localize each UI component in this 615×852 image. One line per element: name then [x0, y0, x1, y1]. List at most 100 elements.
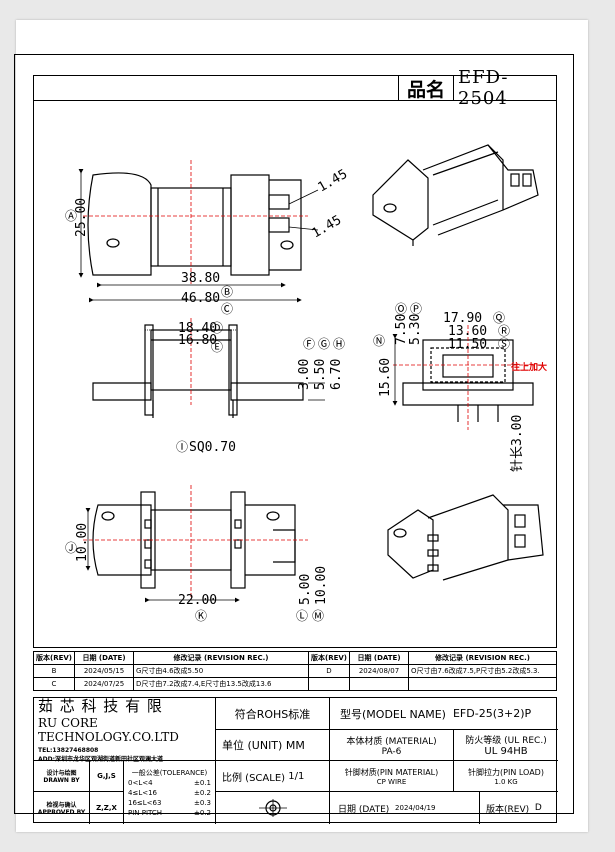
dim-label-b: Ⓑ	[221, 285, 233, 299]
table-row: C 2024/07/25 D尺寸由7.2改成7.4,E尺寸由13.5改成13.6	[33, 677, 557, 691]
pin-material-value: CP WIRE	[376, 777, 407, 786]
company-cell: 茹 芯 科 技 有 限 RU CORE TECHNOLOGY.CO.LTD TE…	[34, 697, 216, 763]
rev-cell	[349, 677, 409, 691]
date-value: 2024/04/19	[395, 804, 436, 812]
dim-label-k: Ⓚ	[195, 609, 207, 623]
tolerance-row: 16≤L<63±0.3	[128, 798, 211, 808]
material-cell: 本体材质 (MATERIAL) PA-6	[330, 730, 454, 761]
technical-drawing: Ⓐ 25.00 38.80 Ⓑ 46.80 Ⓒ 1.45 1.45 18.40 …	[65, 144, 547, 623]
dim-label-i: Ⓘ	[176, 440, 188, 454]
rev-label: 版本(REV)	[486, 804, 530, 815]
dim-h-10-00b: 10.00	[314, 566, 329, 605]
model-label: 型号(MODEL NAME)	[340, 707, 446, 721]
projection-symbol-icon	[258, 799, 287, 817]
dim-label-o: Ⓞ	[395, 302, 407, 316]
bottom-view	[83, 485, 308, 603]
drawn-label: 设计与绘图	[46, 770, 77, 777]
drawing-sheet	[16, 20, 588, 832]
company-address: ADD:深圳市龙华区观湖街道新田社区观澜大道	[38, 756, 164, 763]
rev-cell: 2024/08/07	[349, 664, 409, 678]
approved-label: 检视与确认	[46, 802, 77, 809]
ul-cell: 防火等级 (UL REC.) UL 94HB	[454, 730, 558, 761]
date-label: 日期 (DATE)	[338, 804, 390, 815]
iso-view-bottom	[387, 494, 544, 581]
scale-label: 比例 (SCALE)	[222, 772, 286, 784]
model-cell: 型号(MODEL NAME) EFD-25(3+2)P	[330, 698, 558, 730]
scale-value: 1/1	[288, 770, 305, 782]
dim-height-25: 25.00	[74, 198, 89, 237]
title-block: 茹 芯 科 技 有 限 RU CORE TECHNOLOGY.CO.LTD TE…	[33, 697, 558, 824]
rev-cell: D尺寸由7.2改成7.4,E尺寸由13.5改成13.6	[133, 677, 309, 691]
dim-label-h: Ⓗ	[333, 337, 345, 351]
model-value: EFD-25(3+2)P	[452, 707, 532, 720]
dim-width-18-40: 18.40	[178, 321, 217, 336]
revision-table: 版本(REV) 日期 (DATE) 修改记录 (REVISION REC.) 版…	[33, 651, 557, 691]
rev-header-record-2: 修改记录 (REVISION REC.)	[408, 651, 557, 665]
side-view	[92, 318, 325, 418]
rohs-cell: 符合ROHS标准	[216, 698, 330, 730]
dim-pin-width-1: 1.45	[316, 167, 351, 196]
ul-value: UL 94HB	[484, 746, 528, 757]
tol-range: 4≤L<16	[128, 788, 157, 797]
dim-label-e: Ⓔ	[211, 340, 223, 354]
dim-h-15-60: 15.60	[378, 358, 393, 397]
dim-label-g: Ⓖ	[318, 337, 330, 351]
material-label: 本体材质 (MATERIAL)	[346, 736, 437, 747]
dim-width-16-80: 16.80	[178, 333, 217, 348]
rev-header-rev-2: 版本(REV)	[308, 651, 350, 665]
date-cell: 日期 (DATE) 2024/04/19	[330, 792, 480, 824]
dim-h-5-00: 5.00	[298, 574, 313, 605]
pin-material-cell: 针脚材质(PIN MATERIAL) CP WIRE	[330, 761, 454, 792]
pin-load-label: 针脚拉力(PIN LOAD)	[468, 767, 544, 777]
dim-h-6-70: 6.70	[329, 359, 344, 390]
company-name-en: RU CORE TECHNOLOGY.CO.LTD	[38, 716, 179, 744]
drawing-area	[33, 100, 557, 648]
rev-cell: D	[308, 664, 350, 678]
top-view	[78, 160, 319, 303]
tolerance-row: 4≤L<16±0.2	[128, 788, 211, 798]
rev-cell: B	[33, 664, 75, 678]
rev-value: D	[534, 803, 542, 813]
dim-label-p: Ⓟ	[410, 302, 422, 316]
dim-h-10-00: 10.00	[75, 523, 90, 562]
dim-label-a: Ⓐ	[65, 209, 77, 223]
tol-range: PIN PITCH	[128, 808, 163, 817]
dim-label-j: Ⓙ	[65, 541, 77, 555]
drawn-value: G,J,S	[90, 761, 124, 792]
approved-label-cell: 检视与确认 APPROVED BY	[34, 792, 90, 824]
dim-label-c: Ⓒ	[221, 302, 233, 316]
dim-inner-width: 38.80	[181, 271, 220, 286]
rev-cell	[308, 677, 350, 691]
dim-outer-width: 46.80	[181, 291, 220, 306]
approved-label-en: APPROVED BY	[37, 809, 86, 816]
company-name-cn: 茹 芯 科 技 有 限	[38, 697, 163, 715]
tol-value: ±0.1	[194, 778, 211, 787]
tol-range: 0<L<4	[128, 778, 153, 787]
table-row: B 2024/05/15 G尺寸由4.6改成5.50 D 2024/08/07 …	[33, 664, 557, 678]
dim-w-13-60: 13.60	[448, 324, 487, 339]
dim-label-m: Ⓜ	[312, 609, 324, 623]
tol-value: ±0.3	[194, 798, 211, 807]
approved-value: Z,Z,X	[90, 792, 124, 824]
pin-load-cell: 针脚拉力(PIN LOAD) 1.0 KG	[454, 761, 558, 792]
dim-label-f: Ⓕ	[303, 337, 315, 351]
product-name-label: 品名	[398, 75, 454, 101]
dim-h-7-50: 7.50	[394, 314, 409, 345]
dim-label-n: Ⓝ	[373, 334, 385, 348]
dim-h-5-30: 5.30	[408, 314, 423, 345]
dim-h-3-00: 3.00	[297, 359, 312, 390]
dim-label-d: Ⓓ	[211, 321, 223, 335]
tolerance-row: PIN PITCH±0.2	[128, 808, 211, 818]
tolerance-row: 0<L<4 ±0.1	[128, 778, 211, 788]
scale-cell: 比例 (SCALE) 1/1	[216, 761, 330, 792]
dim-label-r: Ⓡ	[498, 324, 510, 338]
rev-header-date: 日期 (DATE)	[74, 651, 134, 665]
rev-cell: 2024/05/15	[74, 664, 134, 678]
rev-cell: 2024/07/25	[74, 677, 134, 691]
dim-label-l: Ⓛ	[296, 609, 308, 623]
company-tel: TEL:13827468808	[38, 747, 99, 754]
revision-header-row: 版本(REV) 日期 (DATE) 修改记录 (REVISION REC.) 版…	[33, 651, 557, 665]
pin-load-value: 1.0 KG	[494, 777, 518, 786]
dim-pin-sq: SQ0.70	[189, 440, 236, 455]
dim-label-q: Ⓠ	[493, 311, 505, 325]
